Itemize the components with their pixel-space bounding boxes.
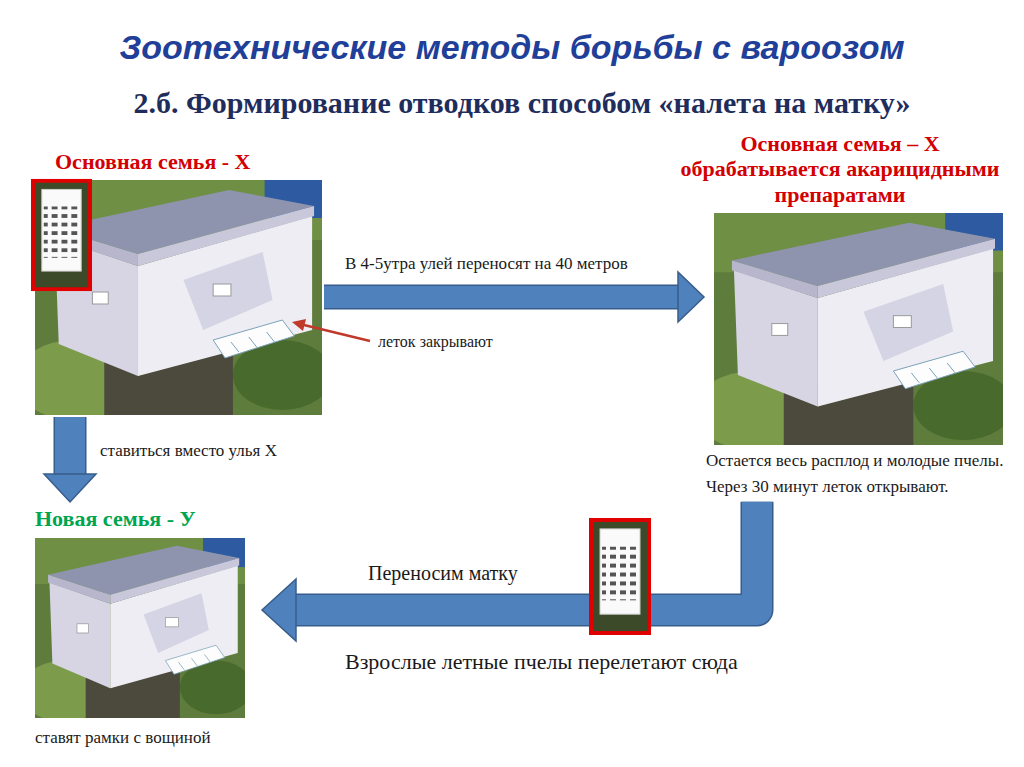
hive-photo xyxy=(21,538,253,722)
arrow-head xyxy=(678,272,704,322)
arrow-shaft xyxy=(324,286,679,308)
node-text: Через 30 минут леток открывают. xyxy=(706,477,1004,497)
queen-cage-photo xyxy=(591,520,649,633)
photo-slot xyxy=(35,538,245,718)
hive-photo xyxy=(694,213,1013,450)
arrow-shaft xyxy=(55,417,85,475)
edge-label: В 4-5утра улей переносят на 40 метров xyxy=(345,254,628,274)
node-text: Остается весь расплод и молодые пчелы. xyxy=(706,451,1004,471)
block-arrow xyxy=(44,417,96,502)
block-arrow xyxy=(262,502,757,641)
arrow-shaft xyxy=(295,502,757,610)
hive-node: Новая семья - У ставят рамки с вощиной xyxy=(35,506,260,748)
arrow-head xyxy=(44,474,96,502)
edge-label: ставиться вместо улья Х xyxy=(100,441,277,461)
slide-title: Зоотехнические методы борьбы с вароозом xyxy=(0,28,1024,67)
arrow-outline xyxy=(295,502,757,610)
node-heading: Основная семья – Х обрабатывается акариц… xyxy=(668,131,1012,207)
node-heading: Новая семья - У xyxy=(35,506,260,538)
leader-line xyxy=(304,325,370,341)
arrow-head xyxy=(262,579,296,641)
node-text: ставят рамки с вощиной xyxy=(35,728,260,748)
hive-node: Основная семья – Х обрабатывается акариц… xyxy=(706,213,1004,498)
hive-node: Основная семья - Х xyxy=(35,180,322,415)
photo-slot xyxy=(706,213,1004,445)
slide-subtitle: 2.б. Формирование отводков способом «нал… xyxy=(10,86,1024,120)
callout-note: леток закрывают xyxy=(378,333,578,351)
photo-slot xyxy=(35,180,322,415)
edge-label: Переносим матку xyxy=(368,562,518,585)
arrow-outline xyxy=(54,417,87,475)
queen-cage-photo xyxy=(33,181,90,289)
leader-arrowhead xyxy=(292,319,306,331)
arrow-outline xyxy=(324,285,679,310)
node-heading: Основная семья - Х xyxy=(55,149,335,174)
block-arrow xyxy=(324,272,704,322)
note-text: Взрослые летные пчелы перелетают сюда xyxy=(345,648,755,676)
hive-photo xyxy=(15,180,332,420)
